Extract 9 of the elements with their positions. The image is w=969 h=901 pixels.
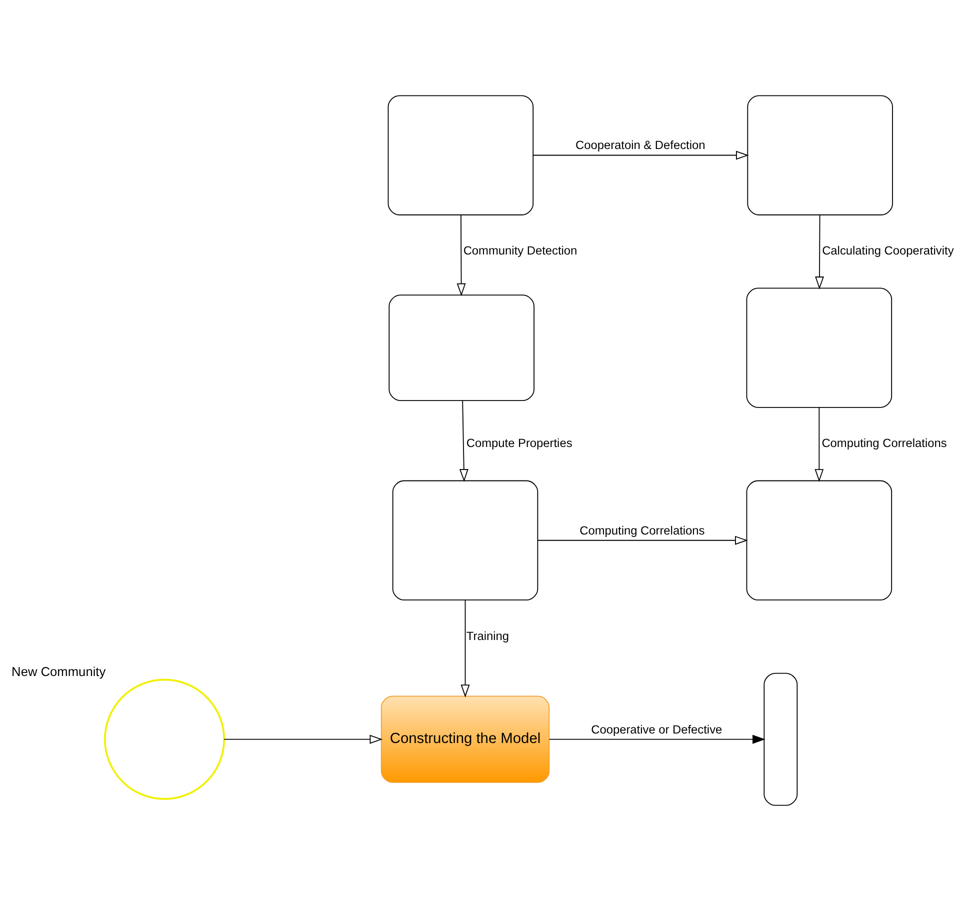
edge-label: Community Detection — [463, 244, 578, 258]
edge-label: Computing Correlations — [822, 436, 947, 450]
edge-label: Cooperative or Defective — [591, 722, 722, 736]
edge-label: Computing Correlations — [580, 523, 705, 538]
edge-label: Compute Properties — [466, 436, 572, 450]
edge-label: Cooperatoin & Defection — [576, 138, 706, 152]
node-label: New Community — [12, 664, 106, 680]
edge-label: Training — [466, 628, 509, 643]
edge-label: Calculating Cooperativity — [822, 244, 954, 258]
